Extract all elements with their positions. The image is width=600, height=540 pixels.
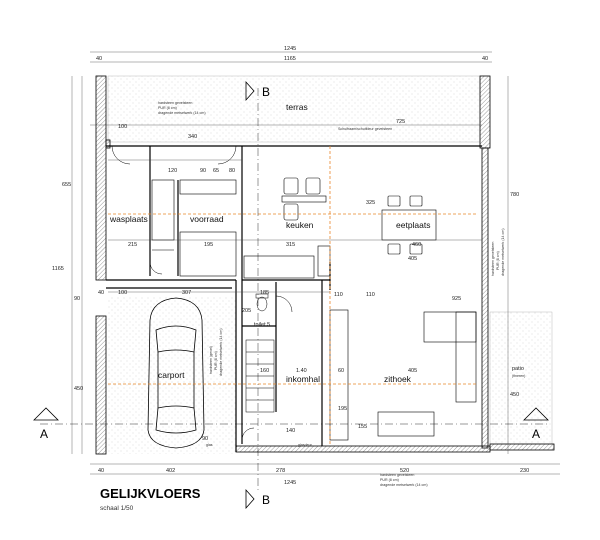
room-inkomhal: inkomhal [286,374,320,384]
toilet [255,293,269,312]
dim-bot-402: 402 [166,468,175,474]
room-voorraad: voorraad [190,214,224,224]
dim-bot-278: 278 [276,468,285,474]
terrace-area [107,75,481,143]
patio-area [489,311,553,445]
dim-110b: 110 [366,292,375,298]
dim-205: 205 [242,308,251,314]
section-b-top-marker [245,80,255,102]
dim-120: 120 [168,168,177,174]
dim-bot-230: 230 [520,468,529,474]
room-toilet: toilet 5 [254,322,270,328]
dim-140b: 140 [286,428,295,434]
note-pvc-bot: PUR (8 cm) [380,478,399,482]
note-trap-2: PUR (8 cm) [214,351,218,370]
dim-307: 307 [182,290,191,296]
dim-340: 340 [188,134,197,140]
note-glas-2: glasdeur [298,443,313,447]
dim-left-1165: 1165 [52,266,64,272]
note-trap-3: dragende metselwerk (14 cm) [219,328,223,376]
section-a-left-marker [33,407,59,421]
door-swings [111,145,293,441]
dim-bot-520: 520 [400,468,409,474]
car [147,297,205,449]
note-pvc-top: PUR (8 cm) [158,106,177,110]
room-eetplaats: eetplaats [396,220,431,230]
dim-155: 155 [358,424,367,430]
dim-90: 90 [200,168,206,174]
dim-100b: 100 [118,290,127,296]
dim-right-780: 780 [510,192,519,198]
dim-bot-40: 40 [98,468,104,474]
kitchen-stools [283,177,321,221]
room-keuken: keuken [286,220,314,230]
note-glas-1: glas [206,443,213,447]
dim-405b: 405 [408,368,417,374]
dim-90b: 90 [202,436,208,442]
dim-80: 80 [229,168,235,174]
dim-195: 195 [204,242,213,248]
dim-925: 925 [452,296,461,302]
section-a-right-label: A [532,427,540,441]
note-iso-bot: dragende metselwerk (14 cm) [380,483,428,487]
room-terras: terras [286,102,308,112]
room-wasplaats: wasplaats [109,214,148,224]
room-zithoek: zithoek [384,374,412,384]
orange-axis-lines [108,146,478,444]
dim-110: 110 [334,292,343,298]
section-b-top-label: B [262,85,270,99]
note-gevel-right-3: dragende metselwerk (14 cm) [501,228,505,276]
dim-top-inner: 1165 [284,56,296,62]
plan-title: GELIJKVLOERS [100,486,201,501]
dim-160: 160 [260,368,269,374]
note-gevel-right-1: hardsteen gevelsteen [491,242,495,276]
section-a-right-marker [523,407,549,421]
dim-top-total: 1245 [284,46,296,52]
dim-top-right: 40 [482,56,488,62]
dim-100: 100 [118,124,127,130]
dim-405a: 405 [408,256,417,262]
note-gevel-bot: hardsteen gevelsteen [380,473,414,477]
dim-60: 60 [338,368,344,374]
plan-scale: schaal 1/50 [100,505,134,512]
dim-left-450: 450 [74,386,83,392]
dim-460: 460 [412,242,421,248]
carport-area [108,296,236,454]
outer-walls [95,75,555,455]
room-patio-sub: (fineren) [512,374,525,378]
room-patio: patio [512,366,524,372]
dim-right-450: 450 [510,392,519,398]
interior-walls [106,145,482,452]
dim-325: 325 [366,200,375,206]
dim-40a: 40 [98,290,104,296]
dim-left-90: 90 [74,296,80,302]
dim-315: 315 [286,242,295,248]
note-gevel-right-2: PUR (8 cm) [496,251,500,270]
section-a-left-label: A [40,427,48,441]
room-carport: carport [158,370,185,380]
note-schuif: Schuifraam/schuifdeur gevelsteen [338,127,392,131]
section-b-bottom-label: B [262,493,270,507]
dim-top-left: 40 [96,56,102,62]
note-gevel-top: hardsteen gevelsteen [158,101,192,105]
dim-bot-1245: 1245 [284,480,296,486]
dim-140: 1.40 [296,368,307,374]
kitchen-units [151,179,349,441]
dim-65: 65 [213,168,219,174]
dimension-lines [71,51,560,475]
dim-left-655: 655 [62,182,71,188]
note-trap-1: hardsteen (gevel) [209,346,213,374]
dim-215: 215 [128,242,137,248]
note-iso-top: dragende metselwerk (14 cm) [158,111,206,115]
section-b-bottom-marker [245,488,255,510]
dim-185: 185 [260,290,269,296]
dim-195b: 195 [338,406,347,412]
staircase [245,339,275,413]
dim-725: 725 [396,119,405,125]
